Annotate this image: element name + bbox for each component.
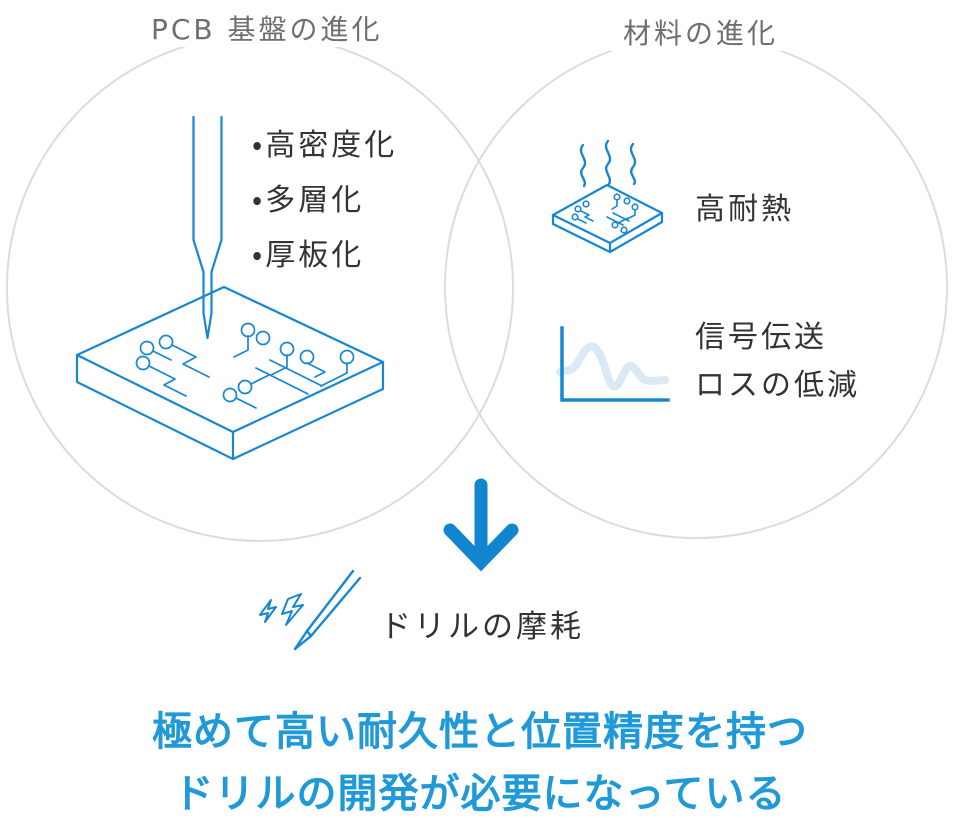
list-item: ・多層化 bbox=[252, 183, 365, 218]
circuit-traces-left bbox=[135, 334, 210, 397]
list-item: ・厚板化 bbox=[252, 238, 365, 273]
right-circle-outline bbox=[444, 35, 948, 539]
worn-drill-spark-icon bbox=[259, 569, 362, 651]
left-circle-title: PCB 基盤の進化 bbox=[139, 13, 395, 47]
tilted-drill-icon bbox=[293, 569, 362, 651]
chart-axes bbox=[560, 326, 670, 402]
pcb-board-icon bbox=[75, 285, 385, 461]
heat-waves-icon bbox=[579, 139, 637, 188]
lightning-icon bbox=[259, 593, 304, 626]
circuit-traces-right bbox=[222, 322, 355, 409]
heat-resistance-label: 高耐熱 bbox=[695, 192, 794, 227]
list-item: ・高密度化 bbox=[252, 128, 398, 163]
drill-drilling-pcb-icon bbox=[75, 115, 385, 461]
heated-pcb-icon bbox=[551, 139, 664, 254]
mini-pcb-board-icon bbox=[551, 183, 664, 254]
headline-line2: ドリルの開発が必要になっている bbox=[173, 771, 787, 817]
signal-loss-label: 信号伝送 ロスの低減 bbox=[695, 320, 860, 403]
headline-line1: 極めて高い耐久性と位置精度を持つ bbox=[152, 709, 808, 755]
pcb-evolution-list: ・高密度化 ・多層化 ・厚板化 bbox=[252, 130, 397, 295]
waveform-line bbox=[556, 342, 669, 391]
drill-wear-label: ドリルの摩耗 bbox=[380, 609, 584, 645]
down-arrow-icon bbox=[443, 478, 519, 572]
signal-waveform-icon bbox=[556, 326, 670, 402]
right-circle-title: 材料の進化 bbox=[611, 17, 791, 51]
drill-bit-icon bbox=[192, 115, 223, 340]
